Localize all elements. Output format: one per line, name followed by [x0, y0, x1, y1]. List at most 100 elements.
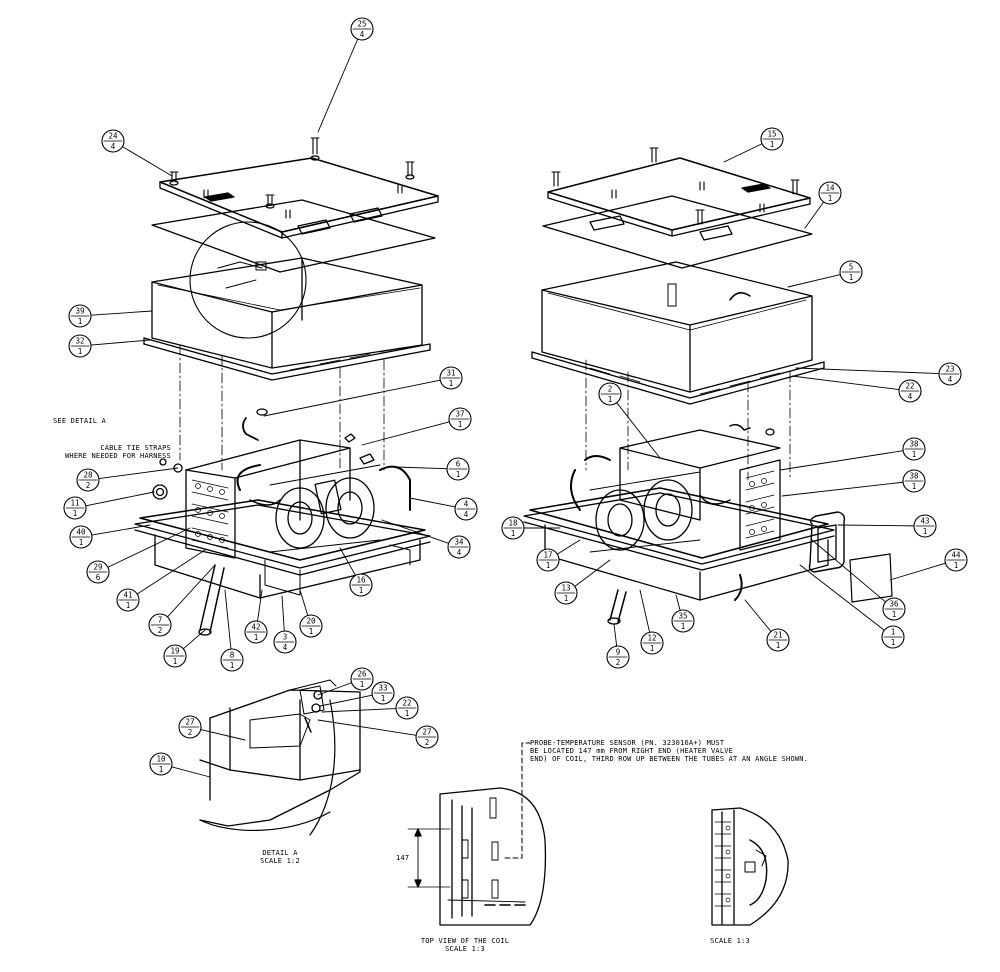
balloon-quantity: 2: [188, 728, 193, 737]
leader-line-b42: [257, 589, 263, 622]
cable-tie-note: CABLE TIE STRAPS WHERE NEEDED FOR HARNES…: [65, 444, 171, 460]
item-balloon-b36: 361: [882, 597, 906, 621]
balloon-item-number: 19: [170, 647, 179, 656]
balloon-item-number: 2: [608, 385, 613, 394]
leader-line-b22d: [321, 708, 397, 713]
balloon-quantity: 1: [511, 529, 516, 538]
coil-top-view-caption: TOP VIEW OF THE COIL SCALE 1:3: [410, 937, 520, 953]
detail-a-scale: SCALE 1:2: [260, 857, 300, 865]
see-detail-a-note: SEE DETAIL A: [53, 417, 106, 425]
balloon-quantity: 1: [126, 601, 131, 610]
balloon-quantity: 1: [381, 694, 386, 703]
balloon-item-number: 5: [849, 263, 854, 272]
leader-line-b37: [361, 421, 450, 446]
balloon-quantity: 2: [158, 626, 163, 635]
balloon-item-number: 9: [616, 648, 621, 657]
balloon-item-number: 15: [767, 130, 776, 139]
balloon-item-number: 3: [283, 633, 288, 642]
leader-line-b1: [799, 564, 885, 631]
balloon-item-number: 35: [678, 612, 687, 621]
coil-top-view-title: TOP VIEW OF THE COIL: [420, 937, 510, 945]
balloon-quantity: 1: [458, 420, 463, 429]
balloon-item-number: 39: [75, 307, 84, 316]
right-base-assembly: [523, 423, 893, 625]
item-balloon-b10: 101: [149, 752, 173, 776]
balloon-quantity: 1: [309, 627, 314, 636]
balloon-item-number: 12: [647, 634, 656, 643]
balloon-quantity: 1: [912, 450, 917, 459]
balloon-quantity: 1: [159, 765, 164, 774]
item-balloon-b27a: 272: [415, 725, 439, 749]
balloon-item-number: 27: [185, 718, 194, 727]
leader-line-b19: [182, 629, 206, 650]
item-balloon-b31: 311: [439, 366, 463, 390]
left-top-cover: [151, 137, 439, 273]
item-balloon-b41: 411: [116, 588, 140, 612]
item-balloon-b29: 296: [86, 560, 110, 584]
balloon-quantity: 1: [891, 638, 896, 647]
balloon-item-number: 32: [75, 337, 84, 346]
item-balloon-b39: 391: [68, 304, 92, 328]
balloon-quantity: 1: [230, 661, 235, 670]
item-balloon-b15: 151: [760, 127, 784, 151]
cable-tie-note-line2: WHERE NEEDED FOR HARNESS: [65, 452, 171, 460]
balloon-item-number: 4: [464, 500, 469, 509]
balloon-item-number: 42: [251, 623, 260, 632]
probe-note-line3: END) OF COIL, THIRD ROW UP BETWEEN THE T…: [530, 755, 809, 763]
item-balloon-b24: 244: [101, 129, 125, 153]
balloon-quantity: 1: [776, 641, 781, 650]
leader-line-b35: [675, 594, 681, 611]
leader-line-b16: [339, 547, 357, 576]
scale-view-right: [711, 807, 789, 926]
probe-note-line2: BE LOCATED 147 mm FROM RIGHT END (HEATER…: [530, 747, 734, 755]
item-balloon-b13: 131: [554, 581, 578, 605]
leader-line-b43: [837, 524, 915, 527]
item-balloon-b1: 11: [881, 625, 905, 649]
item-balloon-b37: 371: [448, 407, 472, 431]
leader-line-b33: [319, 694, 373, 707]
balloon-quantity: 1: [78, 317, 83, 326]
balloon-quantity: 1: [449, 379, 454, 388]
item-balloon-b4: 44: [454, 497, 478, 521]
balloon-item-number: 1: [891, 628, 896, 637]
leader-line-b20: [299, 589, 309, 616]
leader-line-b36: [811, 539, 887, 603]
item-balloon-b18: 181: [501, 516, 525, 540]
leader-line-b4: [409, 497, 456, 508]
coil-top-view-scale: SCALE 1:3: [445, 945, 485, 953]
balloon-quantity: 4: [283, 643, 288, 652]
item-balloon-b43: 431: [913, 514, 937, 538]
item-balloon-b8: 81: [220, 648, 244, 672]
leader-line-b27b: [200, 729, 246, 741]
balloon-item-number: 23: [945, 365, 954, 374]
leader-line-b15: [723, 143, 763, 163]
item-balloon-b19: 191: [163, 644, 187, 668]
balloon-item-number: 26: [357, 670, 367, 679]
leader-line-b23: [795, 367, 940, 375]
balloon-quantity: 1: [359, 586, 364, 595]
balloon-item-number: 20: [306, 617, 316, 626]
balloon-quantity: 1: [78, 347, 83, 356]
balloon-item-number: 21: [773, 631, 782, 640]
item-balloon-b25: 254: [350, 17, 374, 41]
leader-line-b39: [90, 310, 153, 316]
item-balloon-b35: 351: [671, 609, 695, 633]
balloon-item-number: 8: [230, 651, 235, 660]
balloon-item-number: 6: [456, 460, 461, 469]
left-assembly: [134, 137, 439, 636]
leader-line-b24: [122, 146, 173, 177]
item-balloon-b32: 321: [68, 334, 92, 358]
balloon-quantity: 4: [908, 392, 913, 401]
item-balloon-b42: 421: [244, 620, 268, 644]
balloon-quantity: 1: [650, 644, 655, 653]
balloon-item-number: 22: [402, 699, 411, 708]
item-balloon-b44: 441: [944, 548, 968, 572]
balloon-quantity: 1: [73, 509, 78, 518]
leader-line-b41: [136, 549, 206, 595]
leader-line-b31: [263, 379, 441, 417]
balloon-quantity: 1: [405, 709, 410, 718]
item-balloon-b23: 234: [938, 362, 962, 386]
balloon-quantity: 4: [360, 30, 365, 39]
